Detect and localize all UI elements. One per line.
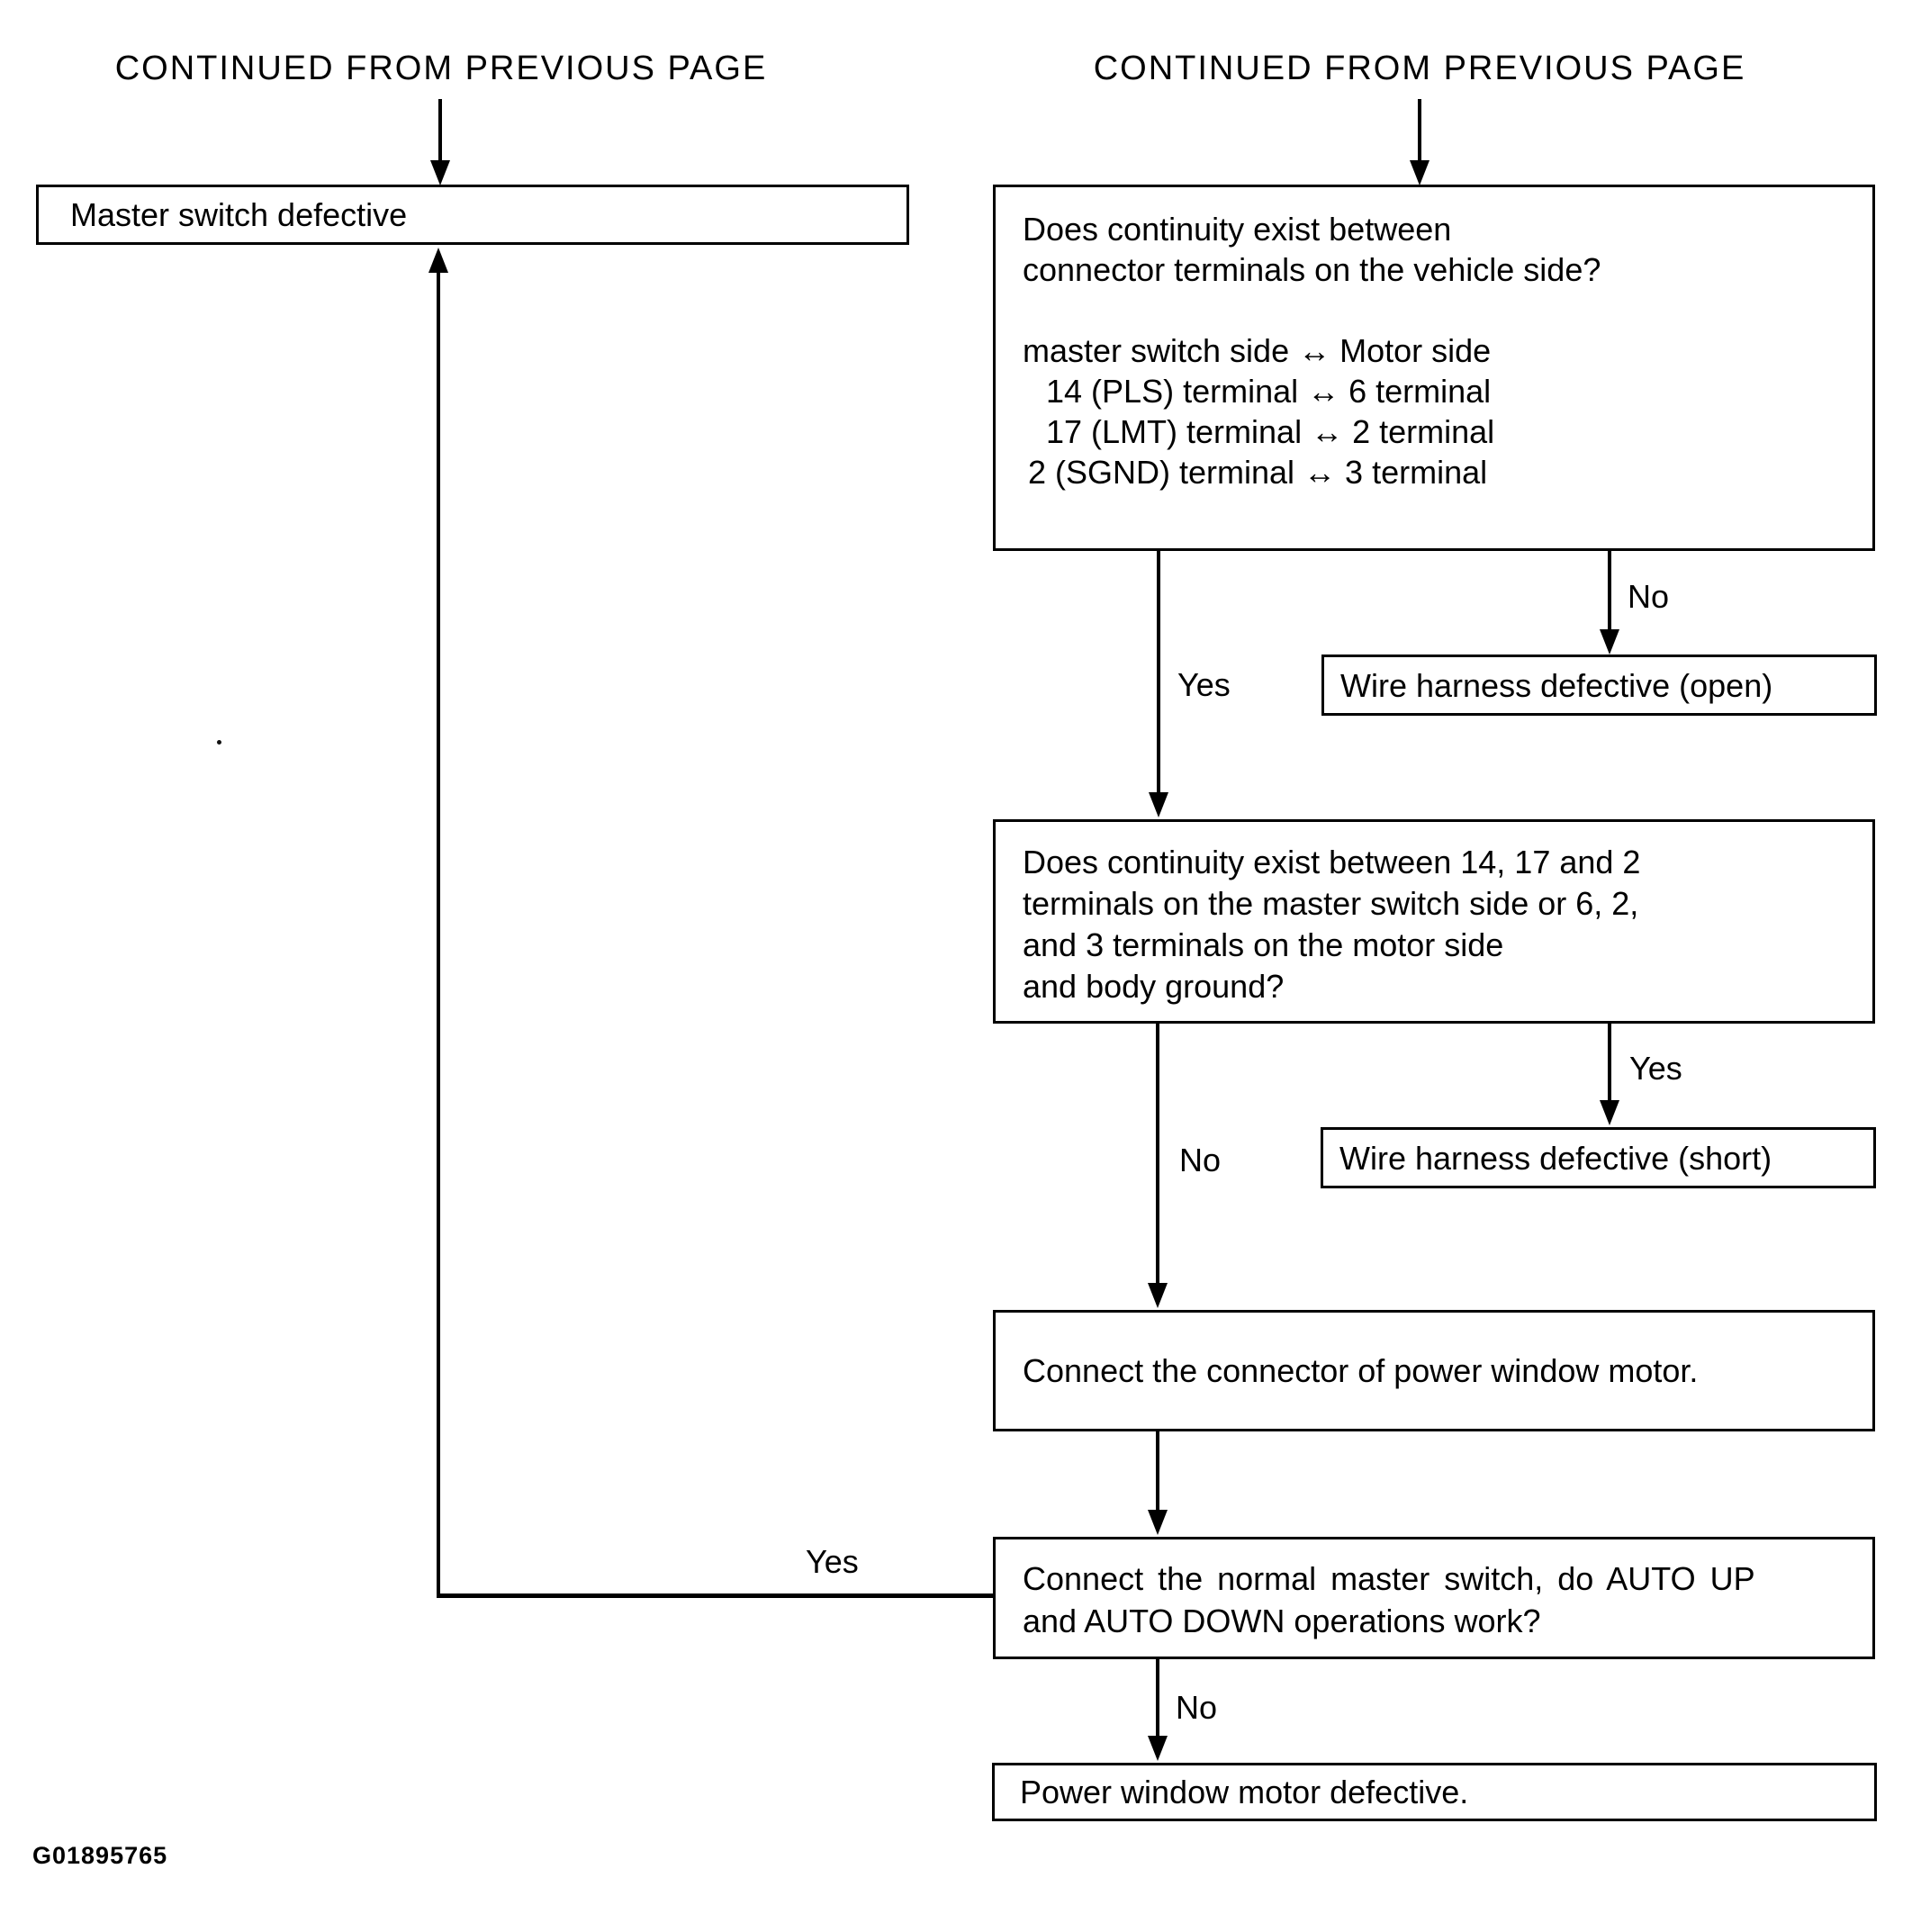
q3-down-connector-line: [1156, 1431, 1159, 1510]
q1-yes-label: Yes: [1177, 666, 1231, 704]
node-continuity-body-ground: Does continuity exist between 14, 17 and…: [993, 819, 1875, 1024]
node-wire-harness-open: Wire harness defective (open): [1321, 655, 1877, 716]
q4-yes-label: Yes: [806, 1543, 859, 1581]
q1-line-3: master switch side ↔ Motor side: [1023, 332, 1492, 369]
q4-line-1: Connect the normal master switch, do AUT…: [1023, 1560, 1755, 1597]
q2-yes-connector-line: [1608, 1024, 1611, 1100]
feedback-horizontal-line: [437, 1593, 995, 1598]
q2-line-4: and body ground?: [1023, 968, 1285, 1005]
q1-no-connector-line: [1608, 551, 1611, 629]
scan-artifact-dot: [217, 740, 221, 745]
right-entry-connector-line: [1418, 99, 1421, 162]
left-entry-arrowhead-icon: [430, 160, 450, 185]
q1-line-2: connector terminals on the vehicle side?: [1023, 251, 1601, 288]
node-wire-harness-open-label: Wire harness defective (open): [1340, 666, 1773, 704]
node-connect-connector: Connect the connector of power window mo…: [993, 1310, 1875, 1431]
node-connect-normal-switch: Connect the normal master switch, do AUT…: [993, 1537, 1875, 1659]
q1-yes-connector-line: [1157, 551, 1160, 792]
node-master-switch-defective: Master switch defective: [36, 185, 909, 245]
q2-yes-label: Yes: [1629, 1050, 1682, 1088]
q2-no-connector-line: [1156, 1024, 1159, 1283]
right-entry-arrowhead-icon: [1410, 160, 1429, 185]
q1-line-1: Does continuity exist between: [1023, 211, 1452, 248]
node-motor-defective: Power window motor defective.: [992, 1763, 1877, 1821]
q1-line-4: 14 (PLS) terminal ↔ 6 terminal: [1046, 373, 1492, 410]
q2-line-1: Does continuity exist between 14, 17 and…: [1023, 844, 1641, 880]
q4-no-arrowhead-icon: [1148, 1736, 1168, 1761]
q4-no-connector-line: [1156, 1659, 1159, 1736]
left-continued-header: CONTINUED FROM PREVIOUS PAGE: [114, 50, 768, 87]
figure-code: G01895765: [32, 1842, 168, 1869]
q4-line-2: and AUTO DOWN operations work?: [1023, 1602, 1541, 1639]
q4-no-label: No: [1176, 1689, 1218, 1727]
q2-line-3: and 3 terminals on the motor side: [1023, 926, 1504, 963]
q1-no-arrowhead-icon: [1600, 629, 1619, 655]
right-continued-header: CONTINUED FROM PREVIOUS PAGE: [1093, 50, 1746, 87]
q1-no-label: No: [1628, 578, 1670, 616]
q2-no-label: No: [1179, 1142, 1222, 1179]
q2-line-2: terminals on the master switch side or 6…: [1023, 885, 1639, 922]
left-entry-connector-line: [438, 99, 442, 162]
q3-down-arrowhead-icon: [1148, 1510, 1168, 1535]
q1-line-5: 17 (LMT) terminal ↔ 2 terminal: [1046, 413, 1495, 450]
q1-line-6: 2 (SGND) terminal ↔ 3 terminal: [1028, 454, 1488, 491]
node-master-switch-defective-label: Master switch defective: [70, 196, 408, 233]
node-connect-connector-label: Connect the connector of power window mo…: [1023, 1352, 1699, 1389]
feedback-arrowhead-icon: [428, 248, 448, 273]
q2-no-arrowhead-icon: [1148, 1283, 1168, 1308]
node-wire-harness-short-label: Wire harness defective (short): [1339, 1139, 1772, 1177]
q2-yes-arrowhead-icon: [1600, 1100, 1619, 1125]
node-motor-defective-label: Power window motor defective.: [1020, 1774, 1469, 1810]
node-wire-harness-short: Wire harness defective (short): [1321, 1127, 1876, 1188]
q1-yes-arrowhead-icon: [1149, 792, 1168, 817]
node-continuity-vehicle-side: Does continuity exist between connector …: [993, 185, 1875, 551]
feedback-vertical-line: [437, 271, 440, 1597]
